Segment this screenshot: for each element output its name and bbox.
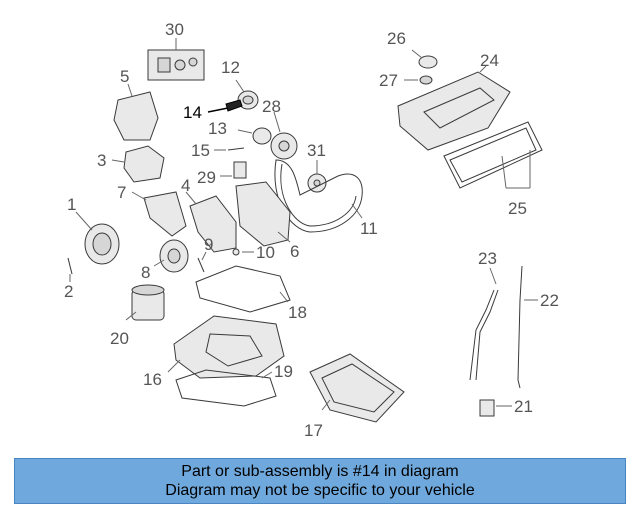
- callout-31: 31: [307, 141, 326, 160]
- callout-17: 17: [304, 421, 323, 440]
- callout-27: 27: [379, 71, 398, 90]
- part-9-10-fasteners: [197, 248, 254, 273]
- callout-2: 2: [64, 282, 73, 301]
- part-26-27-cap: [404, 49, 438, 85]
- part-30-kit: [147, 38, 205, 81]
- part-13-seal: [237, 127, 272, 145]
- part-7-bracket: [131, 191, 187, 237]
- callout-6: 6: [290, 242, 299, 261]
- part-16-oilpan: [167, 315, 285, 379]
- part-14-bolt: [207, 99, 243, 113]
- part-8-pump: [153, 239, 189, 273]
- part-2-bolt: [67, 257, 73, 282]
- callout-19: 19: [274, 362, 293, 381]
- callout-1: 1: [67, 195, 76, 214]
- callout-29: 29: [197, 168, 216, 187]
- callout-10: 10: [256, 243, 275, 262]
- callout-30: 30: [165, 20, 184, 39]
- part-22-23-dipstick: [469, 265, 538, 389]
- callout-11: 11: [360, 219, 378, 238]
- callout-8: 8: [141, 263, 150, 282]
- diagram-note-banner: Part or sub-assembly is #14 in diagram D…: [14, 458, 626, 504]
- callout-7: 7: [117, 183, 126, 202]
- callout-3: 3: [97, 151, 106, 170]
- part-19-gasket: [175, 369, 277, 407]
- callout-18: 18: [288, 303, 307, 322]
- part-18-gasket: [195, 265, 291, 313]
- callout-12: 12: [221, 58, 240, 77]
- part-20-filter: [125, 284, 165, 321]
- callout-4: 4: [181, 176, 190, 195]
- vehicle-disclaimer: Diagram may not be specific to your vehi…: [165, 482, 475, 499]
- part-4-cover: [185, 191, 237, 253]
- callout-5: 5: [120, 67, 129, 86]
- callout-21: 21: [514, 397, 533, 416]
- part-17-lowerpan: [309, 353, 405, 423]
- callout-20: 20: [110, 329, 129, 348]
- part-24-valvecover: [397, 65, 511, 151]
- part-29-plug: [220, 161, 247, 179]
- part-28-sprocket: [270, 111, 298, 160]
- part-3-cover: [111, 145, 165, 183]
- callout-25: 25: [508, 199, 527, 218]
- callout-16: 16: [143, 370, 162, 389]
- callout-23: 23: [478, 249, 497, 268]
- callout-13: 13: [208, 119, 227, 138]
- part-6-cover: [235, 181, 291, 247]
- parts-diagram: 30 5 12 14 28 13 15 3: [64, 20, 559, 440]
- part-note: Part or sub-assembly is #14 in diagram: [181, 463, 459, 480]
- callout-26: 26: [387, 29, 406, 48]
- callout-15: 15: [191, 141, 210, 160]
- part-21-sensor: [479, 399, 512, 417]
- part-31-idler: [307, 160, 327, 193]
- callout-9: 9: [204, 235, 213, 254]
- callout-24: 24: [480, 51, 499, 70]
- callout-28: 28: [262, 97, 281, 116]
- part-12-seal: [235, 79, 259, 110]
- part-5-cover: [113, 83, 159, 141]
- part-1-pulley: [75, 211, 120, 265]
- callout-14: 14: [183, 103, 202, 122]
- part-25-gasket: [443, 121, 543, 189]
- callout-22: 22: [540, 291, 559, 310]
- part-15-bolt: [214, 147, 245, 151]
